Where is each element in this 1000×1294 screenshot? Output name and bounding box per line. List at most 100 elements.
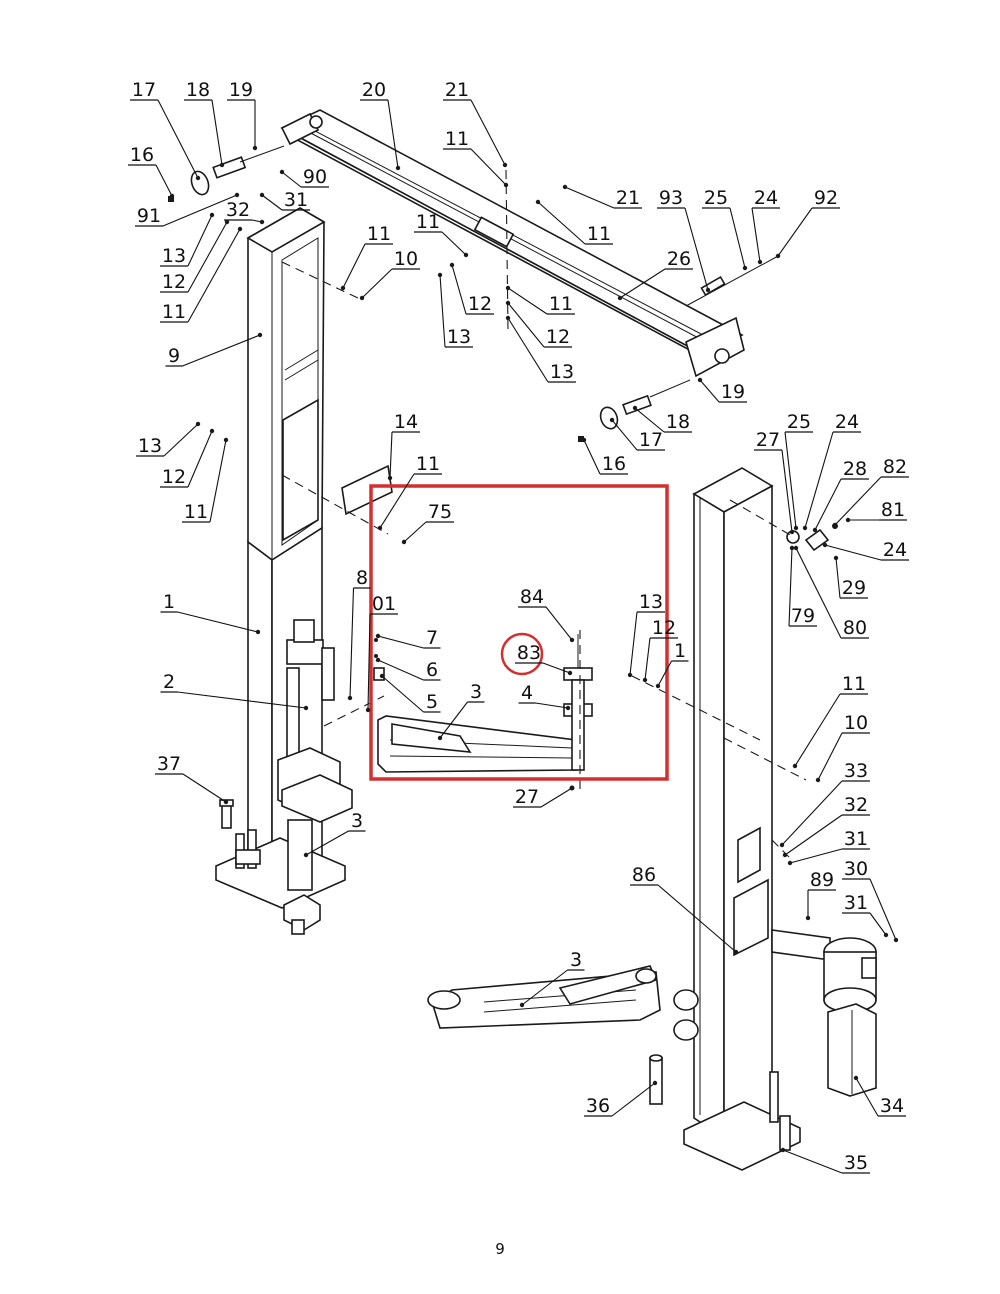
callout-leader (163, 423, 199, 457)
callout-target (697, 377, 703, 383)
callout-20: 20 (360, 79, 401, 171)
callout-target (757, 259, 763, 265)
callout-target (793, 525, 799, 531)
callout-leader (834, 476, 882, 526)
callout-leader (187, 430, 213, 488)
callout-leader (781, 780, 843, 846)
callout-17b: 17 (609, 417, 665, 451)
callout-label: 89 (810, 869, 834, 891)
callout-37: 37 (155, 753, 229, 805)
callout-leader (439, 701, 468, 739)
callout-26: 26 (617, 248, 693, 301)
callout-leader (699, 379, 720, 403)
callout-label: 01 (372, 593, 396, 615)
callout-19: 19 (227, 79, 258, 151)
callout-4: 4 (518, 682, 571, 711)
callout-01: 01 (365, 593, 398, 713)
callout-target (652, 1080, 658, 1086)
callout-leader (535, 702, 569, 709)
callout-label: 11 (416, 453, 440, 475)
highlight-box (369, 484, 669, 781)
page-number: 9 (495, 1240, 505, 1258)
callout-label: 29 (842, 577, 866, 599)
callout-target (802, 525, 808, 531)
callout-24c: 24 (822, 539, 909, 561)
callout-leader (804, 431, 834, 529)
callout-leader (177, 611, 259, 633)
callout-target (503, 182, 509, 188)
callout-label: 30 (844, 858, 868, 880)
callout-label: 31 (284, 189, 308, 211)
callout-leader (814, 478, 842, 531)
callout-target (845, 517, 851, 523)
callout-target (259, 219, 265, 225)
callout-label: 84 (520, 586, 544, 608)
callout-13e: 13 (627, 591, 665, 678)
callout-target (567, 670, 573, 676)
callout-label: 8 (356, 567, 368, 589)
callout-leader (377, 635, 424, 649)
callout-13c: 13 (505, 315, 576, 383)
callout-label: 11 (549, 293, 573, 315)
callout-27: 27 (754, 429, 795, 535)
callout-target (782, 852, 788, 858)
callout-target (562, 184, 568, 190)
callout-target (505, 315, 511, 321)
callout-target (379, 673, 385, 679)
callout-11h: 11 (377, 453, 442, 531)
callout-target (195, 175, 201, 181)
callout-label: 32 (844, 794, 868, 816)
callout-label: 11 (445, 128, 469, 150)
callout-label: 13 (550, 361, 574, 383)
callout-label: 31 (844, 828, 868, 850)
callout-leader (545, 606, 573, 641)
callout-label: 31 (844, 892, 868, 914)
callout-90: 90 (279, 166, 329, 188)
callout-leader (155, 164, 173, 197)
callout-label: 12 (546, 326, 570, 348)
callout-leader (209, 439, 227, 523)
callout-9: 9 (165, 332, 263, 367)
callout-leader (361, 268, 393, 299)
callout-label: 20 (362, 79, 386, 101)
callout-leader (540, 787, 573, 808)
callout-leader (817, 732, 843, 781)
callout-16b: 16 (581, 437, 628, 475)
callout-2: 2 (160, 671, 309, 711)
callout-1b: 1 (655, 640, 689, 689)
callout-target (437, 272, 443, 278)
callout-target (223, 437, 229, 443)
callout-label: 13 (138, 435, 162, 457)
callout-label: 82 (883, 456, 907, 478)
callout-leader (381, 675, 424, 713)
callout-label: 19 (229, 79, 253, 101)
callout-label: 10 (844, 712, 868, 734)
callout-34: 34 (853, 1075, 906, 1117)
callout-label: 16 (130, 144, 154, 166)
callout-leader (507, 317, 549, 383)
callout-target (375, 633, 381, 639)
callout-target (733, 949, 739, 955)
pin-36 (649, 1054, 663, 1105)
bracket-14 (341, 464, 393, 516)
callout-leader (211, 99, 223, 166)
power-unit (771, 929, 877, 1097)
callout-target (775, 253, 781, 259)
callout-leader (794, 693, 841, 767)
callout-label: 2 (163, 671, 175, 693)
callout-label: 12 (468, 293, 492, 315)
callout-label: 11 (587, 223, 611, 245)
callout-label: 37 (157, 753, 181, 775)
callout-target (535, 199, 541, 205)
callout-leader (777, 207, 813, 257)
callout-target (237, 226, 243, 232)
callout-target (812, 527, 818, 533)
callout-label: 3 (470, 681, 482, 703)
callout-leader (788, 547, 793, 627)
callout-leader (379, 473, 415, 529)
callout-target (780, 1147, 786, 1153)
callout-leader (281, 171, 302, 188)
callout-10: 10 (359, 248, 420, 301)
callout-leader (729, 207, 746, 269)
